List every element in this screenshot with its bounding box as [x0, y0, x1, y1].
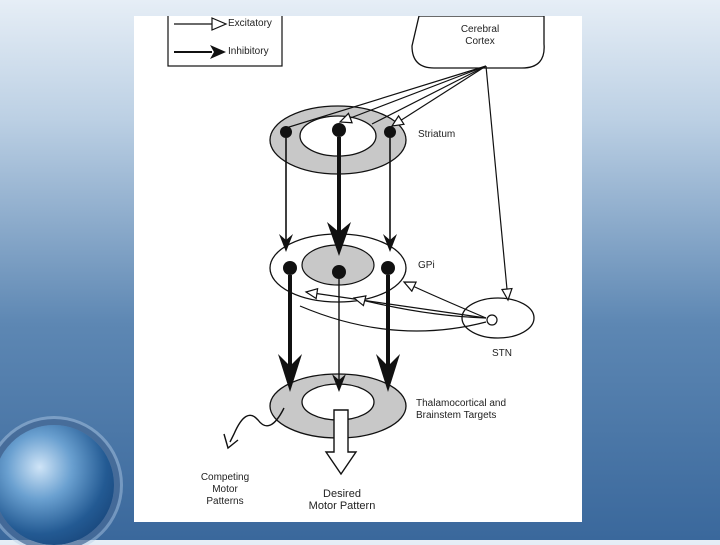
stn-oval	[461, 297, 535, 339]
excitatory-arrow-icon	[211, 17, 228, 31]
cortex-to-striatum-arrows	[285, 65, 513, 302]
stn-to-gpi-arrows	[299, 281, 498, 332]
competing-pattern-arrow	[229, 407, 285, 443]
cortex-label: Cerebral Cortex	[460, 24, 500, 47]
gpi-label: GPi	[418, 260, 435, 271]
basal-ganglia-diagram: Excitatory Inhibitory Cerebral Cortex St…	[134, 16, 582, 522]
globe-logo	[0, 425, 114, 545]
legend-excitatory-label: Excitatory	[228, 18, 272, 29]
legend-box	[167, 16, 283, 67]
competing-label: Competing Motor Patterns	[200, 472, 250, 507]
striatum-to-gpi-arrows	[279, 137, 397, 256]
legend-inhibitory-label: Inhibitory	[228, 46, 269, 57]
striatum-label: Striatum	[418, 129, 456, 140]
diagram-canvas	[167, 16, 545, 476]
inhibitory-arrow-icon	[210, 45, 226, 59]
striatum-neurons	[280, 123, 396, 138]
cerebral-cortex-shape	[411, 16, 545, 69]
desired-pattern-arrow	[324, 409, 358, 476]
desired-label: Desired Motor Pattern	[308, 488, 376, 512]
thalamo-label: Thalamocortical and Brainstem Targets	[416, 398, 507, 421]
gpi-neurons	[283, 261, 395, 279]
stn-label: STN	[492, 348, 512, 359]
gpi-to-thalamo-arrows	[278, 275, 400, 392]
